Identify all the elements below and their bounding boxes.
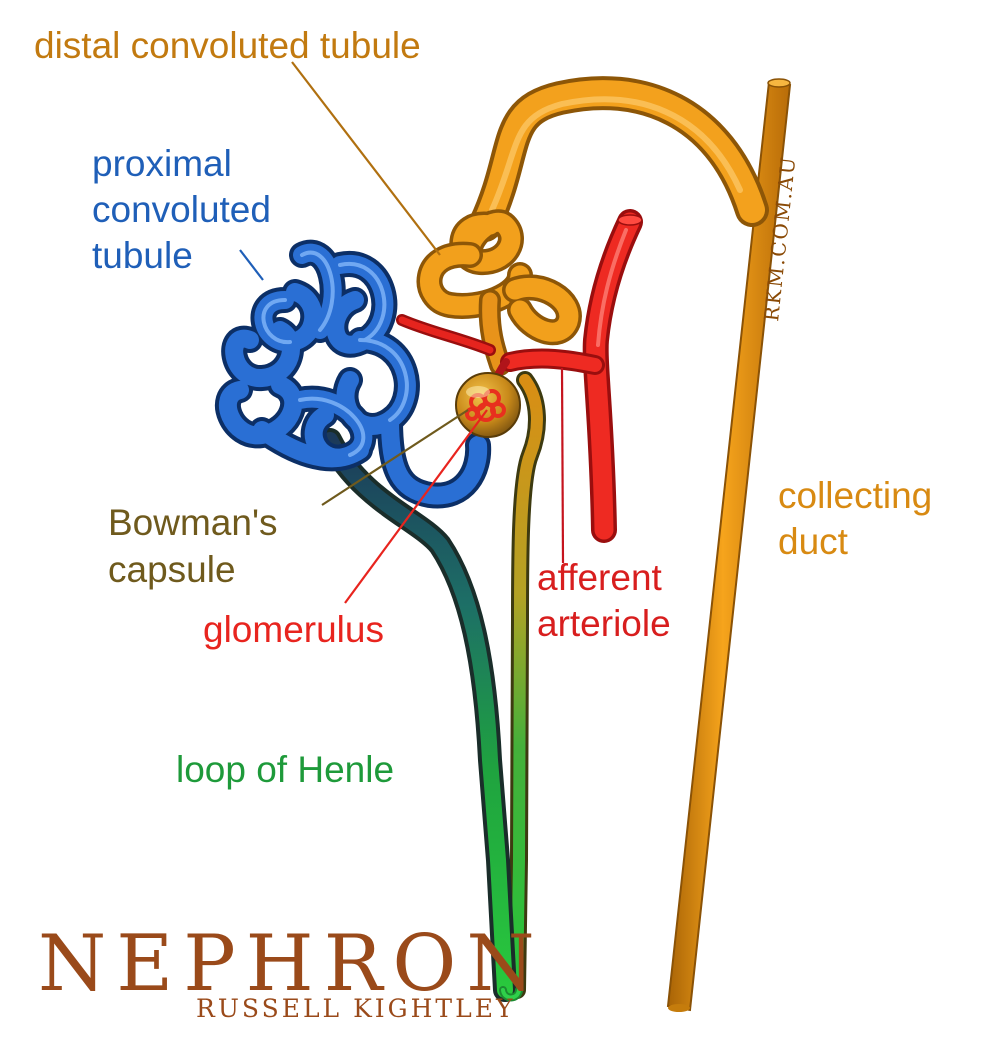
distal-tubule-shape: [416, 76, 769, 376]
arteriole-shape: [396, 209, 643, 543]
leader-bowman: [321, 409, 469, 506]
label-glomerulus: glomerulus: [203, 609, 384, 650]
leader-lines: [239, 61, 565, 604]
label-afferent-line2: arteriole: [537, 603, 671, 644]
label-loop-of-henle: loop of Henle: [176, 749, 394, 790]
label-proximal-line3: tubule: [92, 235, 193, 276]
logo-author: RUSSELL KIGHTLEY: [196, 994, 515, 1023]
loop-of-henle-shape: [318, 371, 546, 1002]
label-distal-convoluted-tubule: distal convoluted tubule: [34, 25, 421, 66]
label-proximal-line2: convoluted: [92, 189, 271, 230]
logo-title: NEPHRON: [38, 919, 545, 1009]
leader-afferent: [560, 367, 565, 564]
label-afferent-line1: afferent: [537, 557, 663, 598]
label-proximal-line1: proximal: [92, 143, 232, 184]
proximal-tubule-shape: [215, 239, 492, 509]
leader-glomerulus: [344, 409, 488, 604]
label-collecting-duct: collecting duct: [778, 475, 932, 562]
leader-distal: [291, 61, 441, 256]
label-bowman-line2: capsule: [108, 549, 236, 590]
leader-proximal: [239, 249, 264, 281]
label-bowman-line1: Bowman's: [108, 502, 278, 543]
label-proximal-convoluted-tubule: proximal convoluted tubule: [92, 143, 271, 276]
label-bowmans-capsule: Bowman's capsule: [108, 502, 278, 590]
label-collecting-line1: collecting: [778, 475, 932, 516]
bowmans-capsule-shape: [455, 372, 521, 438]
label-collecting-line2: duct: [778, 521, 849, 562]
collecting-duct-shape: [666, 78, 792, 1012]
label-afferent-arteriole: afferent arteriole: [537, 557, 671, 644]
